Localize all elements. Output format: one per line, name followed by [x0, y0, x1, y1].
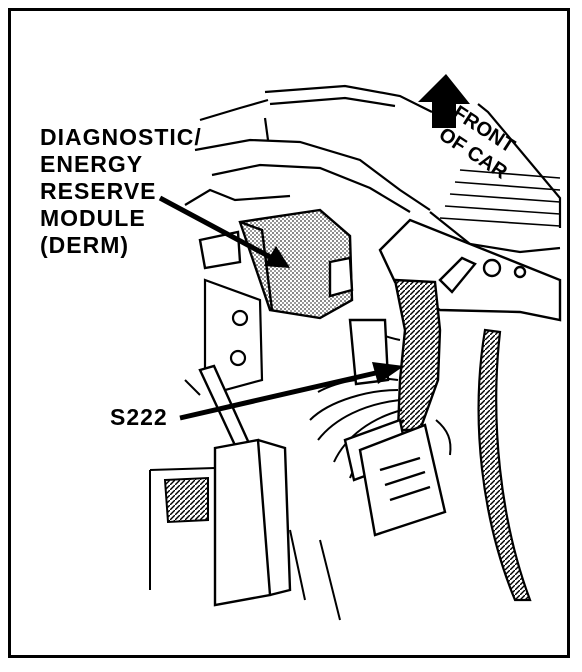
splice-label: S222 — [110, 404, 168, 430]
module-label-line: ENERGY — [40, 151, 144, 177]
module-label: DIAGNOSTIC/ ENERGY RESERVE MODULE (DERM) — [40, 124, 202, 259]
wiring-harness — [393, 278, 442, 432]
module-callout-arrow — [158, 195, 290, 268]
cable-loom — [477, 328, 532, 602]
module-label-line: (DERM) — [40, 232, 130, 258]
derm-module — [198, 208, 354, 320]
connector-block — [343, 318, 447, 537]
module-label-line: MODULE — [40, 205, 146, 231]
pedal-assembly — [198, 364, 292, 607]
splice-callout-arrow — [179, 362, 404, 421]
vent-grille — [439, 169, 561, 227]
mounting-bracket — [203, 278, 264, 392]
module-label-line: RESERVE — [40, 178, 157, 204]
dash-panel — [184, 84, 562, 254]
module-label-line: DIAGNOSTIC/ — [40, 124, 202, 150]
floor-pan — [149, 379, 341, 621]
arrow-up-icon — [418, 74, 470, 128]
